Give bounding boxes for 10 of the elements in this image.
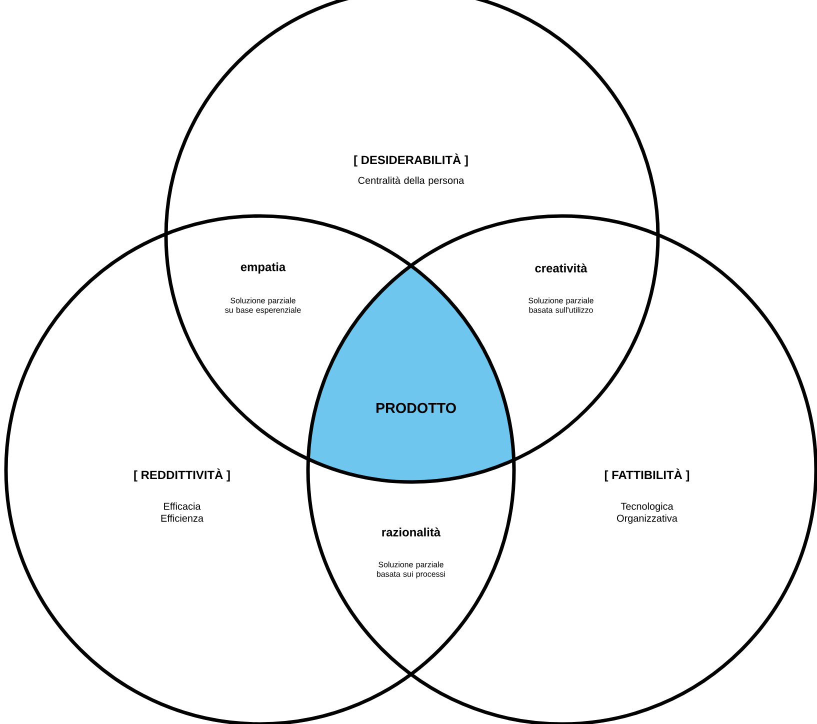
- region-heading: empatia: [240, 262, 286, 274]
- circle-heading: [ REDDITTIVITÀ ]: [134, 468, 230, 482]
- region-heading: creatività: [535, 264, 588, 272]
- circle-description: Efficacia Efficienza: [161, 502, 204, 522]
- circle-description: Centralità della persona: [358, 176, 464, 186]
- region-label: PRODOTTO: [376, 402, 456, 414]
- region-heading: razionalità: [382, 528, 441, 536]
- circle-heading: [ FATTIBILITÀ ]: [604, 468, 690, 482]
- circle-heading: [ DESIDERABILITÀ ]: [354, 153, 468, 167]
- circle-description: Tecnologica Organizzativa: [617, 502, 678, 524]
